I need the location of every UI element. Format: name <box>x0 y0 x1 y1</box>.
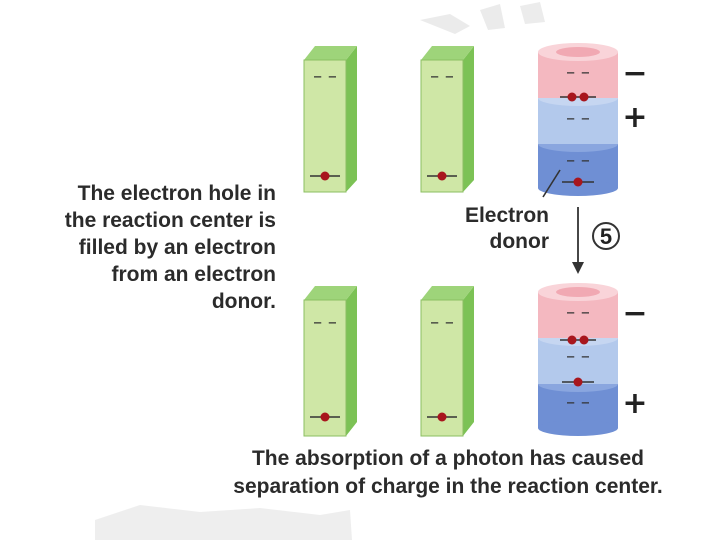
antenna-pigment-bottom-2: – – <box>420 286 474 437</box>
svg-text:– –: – – <box>313 312 337 333</box>
electron-dot <box>573 177 583 187</box>
electron-dot <box>567 335 577 345</box>
bottom-caption: The absorption of a photon has caused se… <box>233 447 662 498</box>
svg-text:– –: – – <box>430 312 454 333</box>
step-number-badge: 5 <box>592 222 620 250</box>
antenna-pigment-top-1: – – <box>303 46 357 193</box>
background-decoration <box>95 2 545 540</box>
charge-sign-bottom-lower: + <box>622 386 647 421</box>
charge-sign-top-lower: + <box>622 100 647 135</box>
bottom-caption-line-2: separation of charge in the reaction cen… <box>233 475 662 498</box>
electron-donor-label: Electron donor <box>465 204 549 253</box>
donor-label-line-2: donor <box>490 230 549 253</box>
svg-text:– –: – – <box>566 150 590 171</box>
electron-dot <box>579 92 589 102</box>
charge-sign-bottom-upper: − <box>622 296 647 331</box>
electron-dot <box>579 335 589 345</box>
reaction-center-bottom: – – – – – – <box>538 283 618 436</box>
antenna-pigment-top-2: – – <box>420 46 474 193</box>
electron-dot <box>437 412 447 422</box>
electron-dot <box>437 171 447 181</box>
svg-text:– –: – – <box>566 392 590 413</box>
svg-text:– –: – – <box>313 66 337 87</box>
antenna-pigment-bottom-1: – – <box>303 286 357 437</box>
svg-text:– –: – – <box>566 108 590 129</box>
left-caption-line-4: from an electron <box>111 263 276 286</box>
left-caption-line-3: filled by an electron <box>79 236 276 259</box>
bottom-caption-line-1: The absorption of a photon has caused <box>252 447 644 470</box>
donor-label-line-1: Electron <box>465 204 549 227</box>
left-caption-line-5: donor. <box>212 290 276 313</box>
electron-dot <box>320 412 330 422</box>
electron-dot <box>573 377 583 387</box>
step-number: 5 <box>600 224 612 249</box>
charge-sign-top-upper: − <box>622 56 647 91</box>
left-caption: The electron hole in the reaction center… <box>65 182 276 313</box>
svg-text:– –: – – <box>430 66 454 87</box>
left-caption-line-2: the reaction center is <box>65 209 276 232</box>
reaction-center-top: – – – – – – <box>538 43 618 196</box>
svg-text:– –: – – <box>566 302 590 323</box>
left-caption-line-1: The electron hole in <box>78 182 276 205</box>
electron-dot <box>567 92 577 102</box>
electron-dot <box>320 171 330 181</box>
donor-pointer-line <box>542 169 561 198</box>
step-arrow <box>572 207 584 274</box>
svg-text:– –: – – <box>566 346 590 367</box>
svg-text:– –: – – <box>566 62 590 83</box>
